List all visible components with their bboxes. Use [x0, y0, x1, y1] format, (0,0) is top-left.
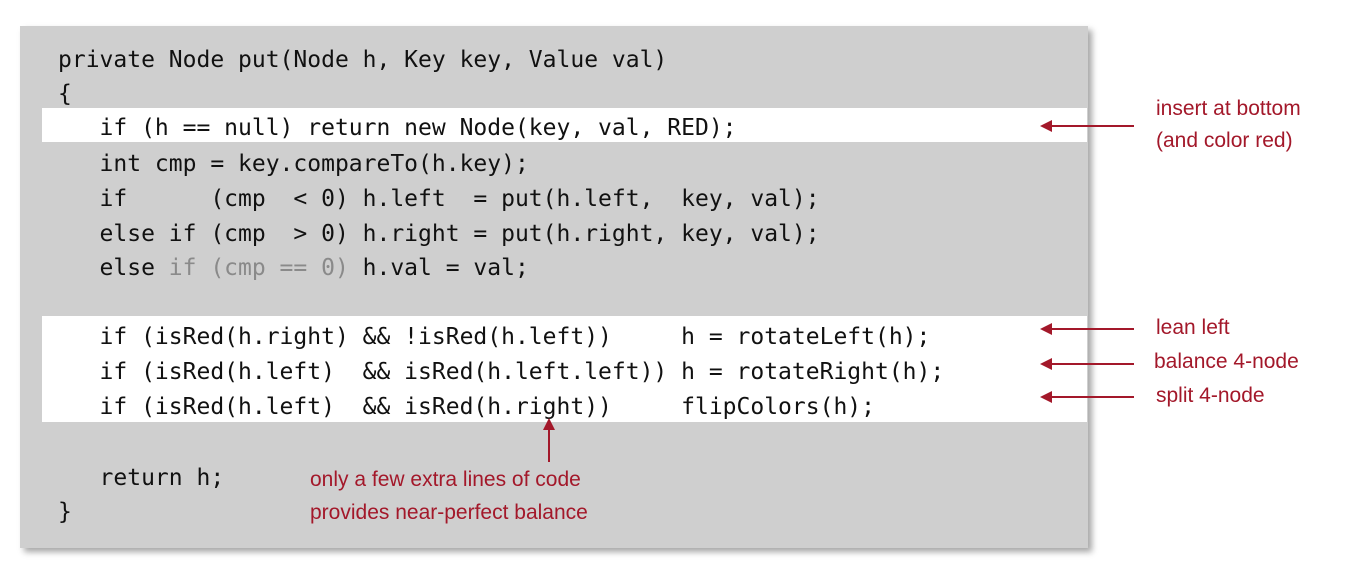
code-line-return: return h;	[58, 465, 225, 491]
code-line-insert: if (h == null) return new Node(key, val,…	[58, 115, 737, 141]
code-line-equal: else if (cmp == 0) h.val = val;	[58, 254, 529, 282]
note-near-perfect-balance: provides near-perfect balance	[310, 501, 588, 524]
note-color-red: (and color red)	[1156, 129, 1293, 152]
code-assign-val: h.val = val;	[348, 255, 529, 281]
note-insert-bottom: insert at bottom	[1156, 97, 1301, 120]
code-else: else	[58, 255, 169, 281]
code-line-open-brace: {	[58, 81, 72, 107]
code-line-signature: private Node put(Node h, Key key, Value …	[58, 47, 668, 73]
note-balance-4-node: balance 4-node	[1154, 350, 1299, 373]
note-extra-lines: only a few extra lines of code	[310, 468, 581, 491]
arrow-left-icon	[1040, 323, 1052, 335]
note-split-4-node: split 4-node	[1156, 384, 1265, 407]
code-line-rotate-right: if (isRed(h.left) && isRed(h.left.left))…	[58, 359, 945, 385]
code-line-close-brace: }	[58, 499, 72, 525]
code-dim-condition: if (cmp == 0)	[168, 255, 349, 281]
code-line-rotate-left: if (isRed(h.right) && !isRed(h.left)) h …	[58, 324, 931, 350]
arrow-left-icon	[1040, 358, 1052, 370]
arrow-left-icon	[1040, 120, 1052, 132]
arrow-up-icon	[543, 418, 555, 430]
arrow-shaft	[1050, 363, 1134, 365]
code-line-compare: int cmp = key.compareTo(h.key);	[58, 151, 529, 177]
highlight-balance-lines	[42, 316, 1087, 422]
arrow-shaft	[1050, 125, 1134, 127]
note-lean-left: lean left	[1156, 316, 1230, 339]
code-line-right: else if (cmp > 0) h.right = put(h.right,…	[58, 221, 820, 247]
arrow-up-shaft	[548, 428, 550, 462]
arrow-shaft	[1050, 328, 1134, 330]
code-line-flip-colors: if (isRed(h.left) && isRed(h.right)) fli…	[58, 394, 875, 420]
code-line-left: if (cmp < 0) h.left = put(h.left, key, v…	[58, 186, 820, 212]
highlight-insert-line	[42, 108, 1087, 142]
arrow-left-icon	[1040, 391, 1052, 403]
arrow-shaft	[1050, 396, 1134, 398]
